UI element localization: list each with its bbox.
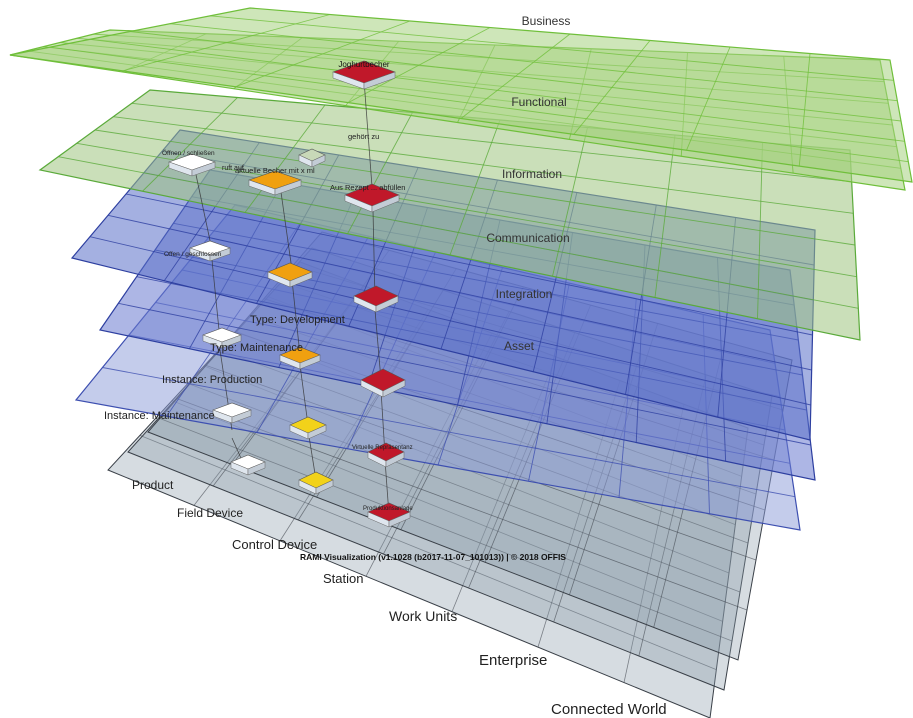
- relation-line: [211, 259, 221, 341]
- node-label-joghurtbecher: Joghurtbecher: [338, 60, 389, 69]
- hierarchy-label-control-device: Control Device: [232, 537, 317, 552]
- node-card-white-4: [212, 402, 252, 424]
- footer-credit: RAMI Visualization (v1.1028 (b2017-11-07…: [300, 552, 566, 562]
- node-label-produktionsanlage: Produktionsanlage: [363, 506, 413, 512]
- node-card-yellow-1: [289, 416, 327, 440]
- hierarchy-label-station: Station: [323, 571, 363, 586]
- node-card-yellow-2: [298, 471, 334, 495]
- node-label-aktuelle-becher: aktuelle Becher mit x ml: [235, 166, 315, 175]
- node-card-orange-3: [279, 346, 321, 370]
- layer-label-information: Information: [502, 167, 562, 181]
- lifecycle-label-instance-maintenance: Instance: Maintenance: [104, 410, 215, 422]
- node-card-small-green: [298, 148, 326, 168]
- node-card-produktionsanlage: [367, 502, 411, 528]
- node-label-virtuelle-repraesentanz: Virtuelle Repräsentanz: [352, 445, 413, 451]
- hierarchy-label-connected-world: Connected World: [551, 701, 667, 718]
- relation-line: [291, 279, 301, 356]
- node-card-aus-rezept: [344, 183, 400, 213]
- node-cards: [168, 60, 411, 528]
- layer-planes: [9, 7, 913, 718]
- relation-line: [194, 169, 213, 251]
- layer-label-communication: Communication: [486, 231, 569, 245]
- hierarchy-label-enterprise: Enterprise: [479, 652, 547, 669]
- lifecycle-label-type-maintenance: Type: Maintenance: [210, 342, 303, 354]
- lifecycle-label-type-development: Type: Development: [250, 314, 345, 326]
- node-card-integration-red: [353, 285, 399, 313]
- hierarchy-label-work-units: Work Units: [389, 608, 457, 624]
- node-card-white-3: [202, 327, 242, 349]
- layer-label-business: Business: [522, 14, 571, 28]
- node-label-aus-rezept: Aus Rezept ... abfüllen: [330, 183, 405, 192]
- node-card-virtuelle-red: [367, 442, 405, 468]
- layer-label-asset: Asset: [504, 339, 535, 353]
- node-card-offen: [189, 240, 231, 262]
- hierarchy-label-field-device: Field Device: [177, 506, 243, 520]
- relation-line: [299, 364, 309, 426]
- relation-line: [372, 209, 376, 301]
- node-card-orange-2: [267, 262, 313, 288]
- relation-line: [363, 79, 374, 201]
- node-card-aktuelle-becher: [248, 170, 302, 196]
- node-label-gehoert-zu: gehört zu: [348, 132, 379, 141]
- relation-line: [374, 309, 382, 381]
- node-card-white-5: [230, 454, 266, 476]
- node-label-offen-geschlossen: Offen / geschlossen: [164, 251, 222, 258]
- node-label-ruft-auf: ruft auf: [222, 165, 244, 172]
- layer-plane-business: [9, 7, 913, 183]
- node-card-oeffnen: [168, 153, 216, 177]
- layer-label-functional: Functional: [511, 95, 566, 109]
- hierarchy-label-product: Product: [132, 478, 174, 492]
- lifecycle-label-instance-production: Instance: Production: [162, 374, 262, 386]
- layer-label-integration: Integration: [496, 287, 553, 301]
- node-label-oeffnen-schliessen: Öffnen / schließen: [162, 149, 215, 157]
- node-card-asset-red: [360, 368, 406, 398]
- node-card-joghurtbecher: [332, 60, 396, 90]
- relation-line: [279, 184, 293, 271]
